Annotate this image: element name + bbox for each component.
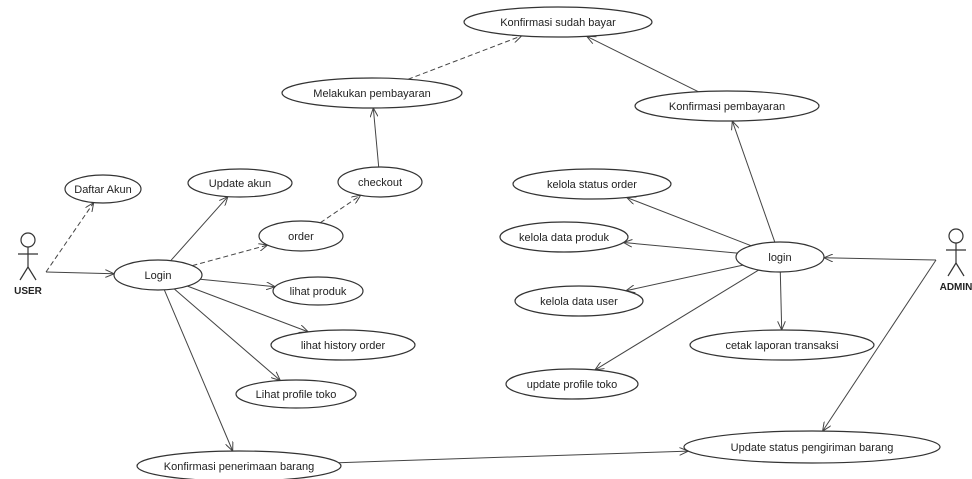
use-case-konfirmasi-sudah-bayar[interactable]: Konfirmasi sudah bayar [463,6,653,38]
use-case-label: checkout [358,177,402,189]
use-case-label: Login [145,270,172,282]
use-case-label: Konfirmasi sudah bayar [500,17,616,29]
use-case-kelola-data-produk[interactable]: kelola data produk [499,221,629,253]
actor-figure-icon [18,232,38,281]
relation-login_admin-to-kelola_status_order [627,198,752,247]
use-case-ellipse [735,241,825,273]
use-case-label: Konfirmasi pembayaran [669,101,785,113]
use-case-label: Daftar Akun [74,184,131,196]
use-case-ellipse [683,430,941,464]
relation-konfirmasi_penerimaan-to-update_status_pengiriman [338,451,689,464]
actor-user[interactable]: USER [14,232,43,297]
use-case-konfirmasi-pembayaran[interactable]: Konfirmasi pembayaran [634,90,820,122]
use-case-label: lihat produk [290,286,347,298]
actor-name: USER [14,286,43,297]
use-case-ellipse [281,77,463,109]
use-case-ellipse [689,329,875,361]
use-case-ellipse [337,166,423,198]
use-case-ellipse [187,168,293,198]
use-case-label: kelola data produk [519,232,609,244]
use-case-label: Konfirmasi penerimaan barang [164,461,314,473]
use-case-label: update profile toko [527,379,618,391]
use-case-ellipse [634,90,820,122]
relation-login_user-to-update_akun [170,197,228,261]
relation-login_user-to-lihat_profile_toko [173,288,280,381]
use-case-ellipse [136,450,342,479]
relation-login_user-to-lihat_history_order [187,285,309,332]
use-case-ellipse [463,6,653,38]
actor-figure-icon [946,228,966,277]
use-case-ellipse [272,276,364,306]
use-case-lihat-profile-toko[interactable]: Lihat profile toko [235,379,357,409]
use-case-label: Lihat profile toko [256,389,337,401]
use-case-daftar-akun[interactable]: Daftar Akun [64,174,142,204]
relation-konfirmasi_pembayaran-to-konfirmasi_sudah_bayar [587,36,699,93]
use-case-melakukan-pembayaran[interactable]: Melakukan pembayaran [281,77,463,109]
use-case-ellipse [270,329,416,361]
use-case-checkout[interactable]: checkout [337,166,423,198]
use-case-login-user[interactable]: Login [113,259,203,291]
use-case-label: kelola status order [547,179,637,191]
use-case-label: order [288,231,314,243]
relation-admin-to-login_admin [824,258,937,260]
use-case-update-profile-toko[interactable]: update profile toko [505,368,639,400]
use-case-ellipse [499,221,629,253]
relation-melakukan_pembayaran-to-konfirmasi_sudah_bayar [407,36,522,80]
use-case-order[interactable]: order [258,220,344,252]
use-case-kelola-status-order[interactable]: kelola status order [512,168,672,200]
relation-user-to-daftar_akun [45,203,94,273]
relation-login_admin-to-kelola_data_user [626,264,744,291]
use-case-label: login [768,252,791,264]
use-case-lihat-history-order[interactable]: lihat history order [270,329,416,361]
relation-lines [45,36,937,464]
relation-login_admin-to-update_profile_toko [595,269,759,370]
use-case-login-admin[interactable]: login [735,241,825,273]
relation-admin-to-update_status_pengiriman [823,259,937,431]
use-case-ellipse [64,174,142,204]
use-case-update-status-pengiriman[interactable]: Update status pengiriman barang [683,430,941,464]
use-case-ellipse [235,379,357,409]
use-case-cetak-laporan[interactable]: cetak laporan transaksi [689,329,875,361]
relation-login_admin-to-cetak_laporan [780,271,781,330]
relation-login_user-to-order [192,245,267,267]
relation-login_user-to-konfirmasi_penerimaan [163,289,232,451]
use-case-label: kelola data user [540,296,618,308]
use-case-label: Melakukan pembayaran [313,88,430,100]
relation-user-to-login_user [45,272,114,274]
relation-login_admin-to-kelola_data_produk [624,243,738,254]
use-case-ellipse [258,220,344,252]
use-case-ellipse [113,259,203,291]
use-case-ellipse [505,368,639,400]
use-case-ellipse [512,168,672,200]
relation-checkout-to-melakukan_pembayaran [373,108,380,168]
use-case-update-akun[interactable]: Update akun [187,168,293,198]
relation-login_admin-to-konfirmasi_pembayaran [732,121,776,243]
actor-figures: USER ADMIN [14,228,972,297]
use-case-kelola-data-user[interactable]: kelola data user [514,285,644,317]
use-case-label: lihat history order [301,340,386,352]
relation-login_user-to-lihat_produk [200,278,275,287]
use-case-label: Update akun [209,178,271,190]
use-case-lihat-produk[interactable]: lihat produk [272,276,364,306]
use-case-ellipse [514,285,644,317]
use-case-label: cetak laporan transaksi [725,340,838,352]
relation-order-to-checkout [320,195,360,224]
use-case-konfirmasi-penerimaan[interactable]: Konfirmasi penerimaan barang [136,450,342,479]
actor-admin[interactable]: ADMIN [940,228,972,293]
use-case-label: Update status pengiriman barang [731,442,894,454]
actor-name: ADMIN [940,282,972,293]
